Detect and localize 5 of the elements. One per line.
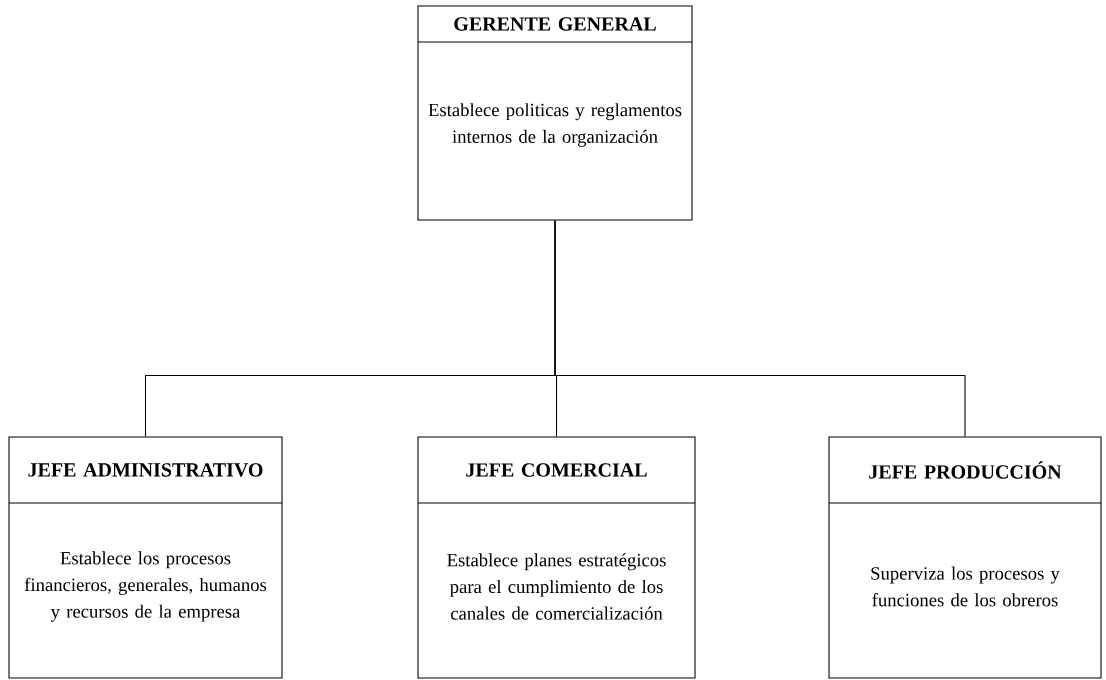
org-box: JEFE COMERCIAL Establece planes estratégicos para el cumplimiento de los canales de comercialización bbox=[417, 436, 696, 679]
org-box: JEFE PRODUCCIÓN Superviza los procesos y funciones de los obreros bbox=[828, 436, 1102, 679]
connector-line bbox=[554, 220, 966, 437]
org-box: GERENTE GENERAL Establece politicas y reglamentos internos de la organización bbox=[417, 5, 693, 221]
org-box: JEFE ADMINISTRATIVO Establece los procesos financieros, generales, humanos y recursos de la empresa bbox=[8, 436, 283, 679]
